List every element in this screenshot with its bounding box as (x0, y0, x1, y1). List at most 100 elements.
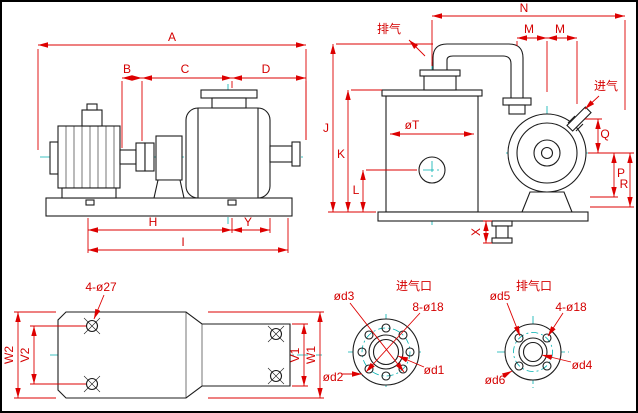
intake-bolt-note: 8-ø18 (412, 300, 444, 314)
exhaust-flange-raised-face (518, 337, 548, 367)
exhaust-flange-view: 排气口 ød5 4-ø18 ød6 ød4 (485, 278, 593, 388)
intake-flange-od (352, 318, 420, 386)
coupling-half-1 (135, 142, 146, 172)
pump-hub-circle (533, 139, 561, 167)
dim-V2-label: V2 (18, 347, 32, 362)
dim-W1-label: W1 (304, 346, 318, 364)
bearing-bracket (155, 135, 183, 181)
dim-W2-label: W2 (2, 346, 16, 364)
anchor-pad-left (85, 199, 95, 206)
dim-M2-label: M (555, 22, 565, 36)
intake-flange-raised-face (368, 334, 404, 370)
dim-X: X (469, 220, 492, 244)
coupling-half-2 (144, 142, 155, 172)
side-view: A B C D H Y I (37, 30, 307, 253)
dim-Y-label: Y (244, 215, 252, 229)
dim-d4-label: ød4 (572, 358, 593, 372)
separator-tank (381, 69, 483, 213)
intake-callout: 进气 (584, 78, 618, 110)
intake-flange-view: 进气口 ød3 8-ø18 ød2 ød1 (323, 278, 445, 390)
anchor-pad-right (227, 199, 237, 206)
tank-nozzle-flange (419, 69, 461, 77)
intake-label: 进气 (594, 78, 618, 93)
intake-flange-bore (372, 338, 400, 366)
terminal-box-cap (86, 103, 98, 111)
dim-L-label: L (353, 183, 360, 197)
discharge-flange (291, 141, 301, 167)
dim-N-label: N (520, 1, 529, 15)
dim-d3-label: ød3 (334, 289, 355, 303)
pump-inlet-flange (502, 97, 532, 106)
dim-D-label: D (262, 62, 271, 76)
dim-V1-label: V1 (288, 347, 302, 362)
exhaust-bolt-note: 4-ø18 (555, 300, 587, 314)
tank-lid (381, 89, 483, 97)
dim-R-label: R (620, 177, 629, 191)
dim-W2-V2: W2 V2 (2, 311, 86, 399)
motor-fins (65, 126, 115, 188)
exhaust-callout: 排气 (377, 21, 426, 57)
drain-stub (491, 220, 513, 244)
pipe-outer (432, 43, 524, 98)
casing-seams (197, 108, 259, 198)
bearing-pedestal (153, 179, 185, 199)
dim-d2-label: ød2 (323, 370, 344, 384)
pump-support (521, 191, 573, 213)
pump-inner-circle (516, 122, 578, 184)
front-view: 排气 进气 N M M øT (323, 1, 634, 244)
exhaust-pipe (432, 43, 524, 98)
pump-front (502, 97, 592, 213)
exhaust-flange-bore (522, 341, 544, 363)
dim-K-label: K (337, 147, 345, 161)
anchor-hole (85, 377, 99, 391)
motor-foot (61, 187, 117, 199)
dim-BCD: B C D (121, 62, 307, 148)
dim-H-label: H (149, 215, 158, 229)
pump-side (185, 89, 301, 199)
anchor-hole (269, 327, 283, 341)
tank-body (385, 95, 479, 213)
tank-nozzle (423, 75, 457, 91)
pump-top-flange (200, 89, 258, 99)
exhaust-flange-title: 排气口 (516, 278, 552, 293)
pump-inlet-neck (508, 104, 526, 115)
dim-Q-label: Q (600, 127, 609, 141)
dim-A-label: A (168, 30, 176, 44)
anchor-hole-callout: 4-ø27 (85, 280, 117, 320)
dim-d1-label: ød1 (424, 363, 445, 377)
discharge-stub (269, 145, 293, 163)
motor (49, 103, 121, 199)
dim-C-label: C (181, 62, 190, 76)
dim-HYI: H Y I (87, 215, 289, 253)
dim-N: N (431, 1, 626, 110)
intake-flange-plate (566, 106, 592, 132)
plan-view: 4-ø27 W2 V2 V1 W1 (2, 280, 324, 399)
dim-I-label: I (181, 235, 184, 249)
pump-casing-circle (507, 113, 587, 193)
sight-glass-centerlines (423, 161, 441, 179)
common-base (377, 211, 589, 222)
pump-casing (185, 107, 271, 199)
exhaust-label: 排气 (377, 21, 401, 36)
dim-tank-diameter: øT (390, 118, 474, 137)
intake-flange-callouts: ød3 8-ø18 ød2 ød1 (323, 289, 445, 384)
dim-MM: M M (516, 22, 578, 104)
drain-pipe (495, 225, 509, 239)
pipe-inner (446, 55, 512, 98)
base-plate-step-seams (185, 312, 203, 398)
pump-top-neck (211, 97, 247, 109)
exhaust-flange-callouts: ød5 4-ø18 ød6 ød4 (485, 289, 593, 387)
drain-top-flange (491, 220, 513, 227)
shaft (119, 149, 137, 165)
tank-diameter-label: øT (405, 118, 420, 132)
intake-flange-title: 进气口 (396, 278, 432, 293)
dim-V1-W1: V1 W1 (208, 311, 324, 399)
dim-M1-label: M (524, 22, 534, 36)
dim-P-label: P (617, 166, 625, 180)
base-plate (45, 197, 293, 217)
motor-body (57, 125, 121, 189)
dim-QPR: Q P R (585, 118, 634, 208)
